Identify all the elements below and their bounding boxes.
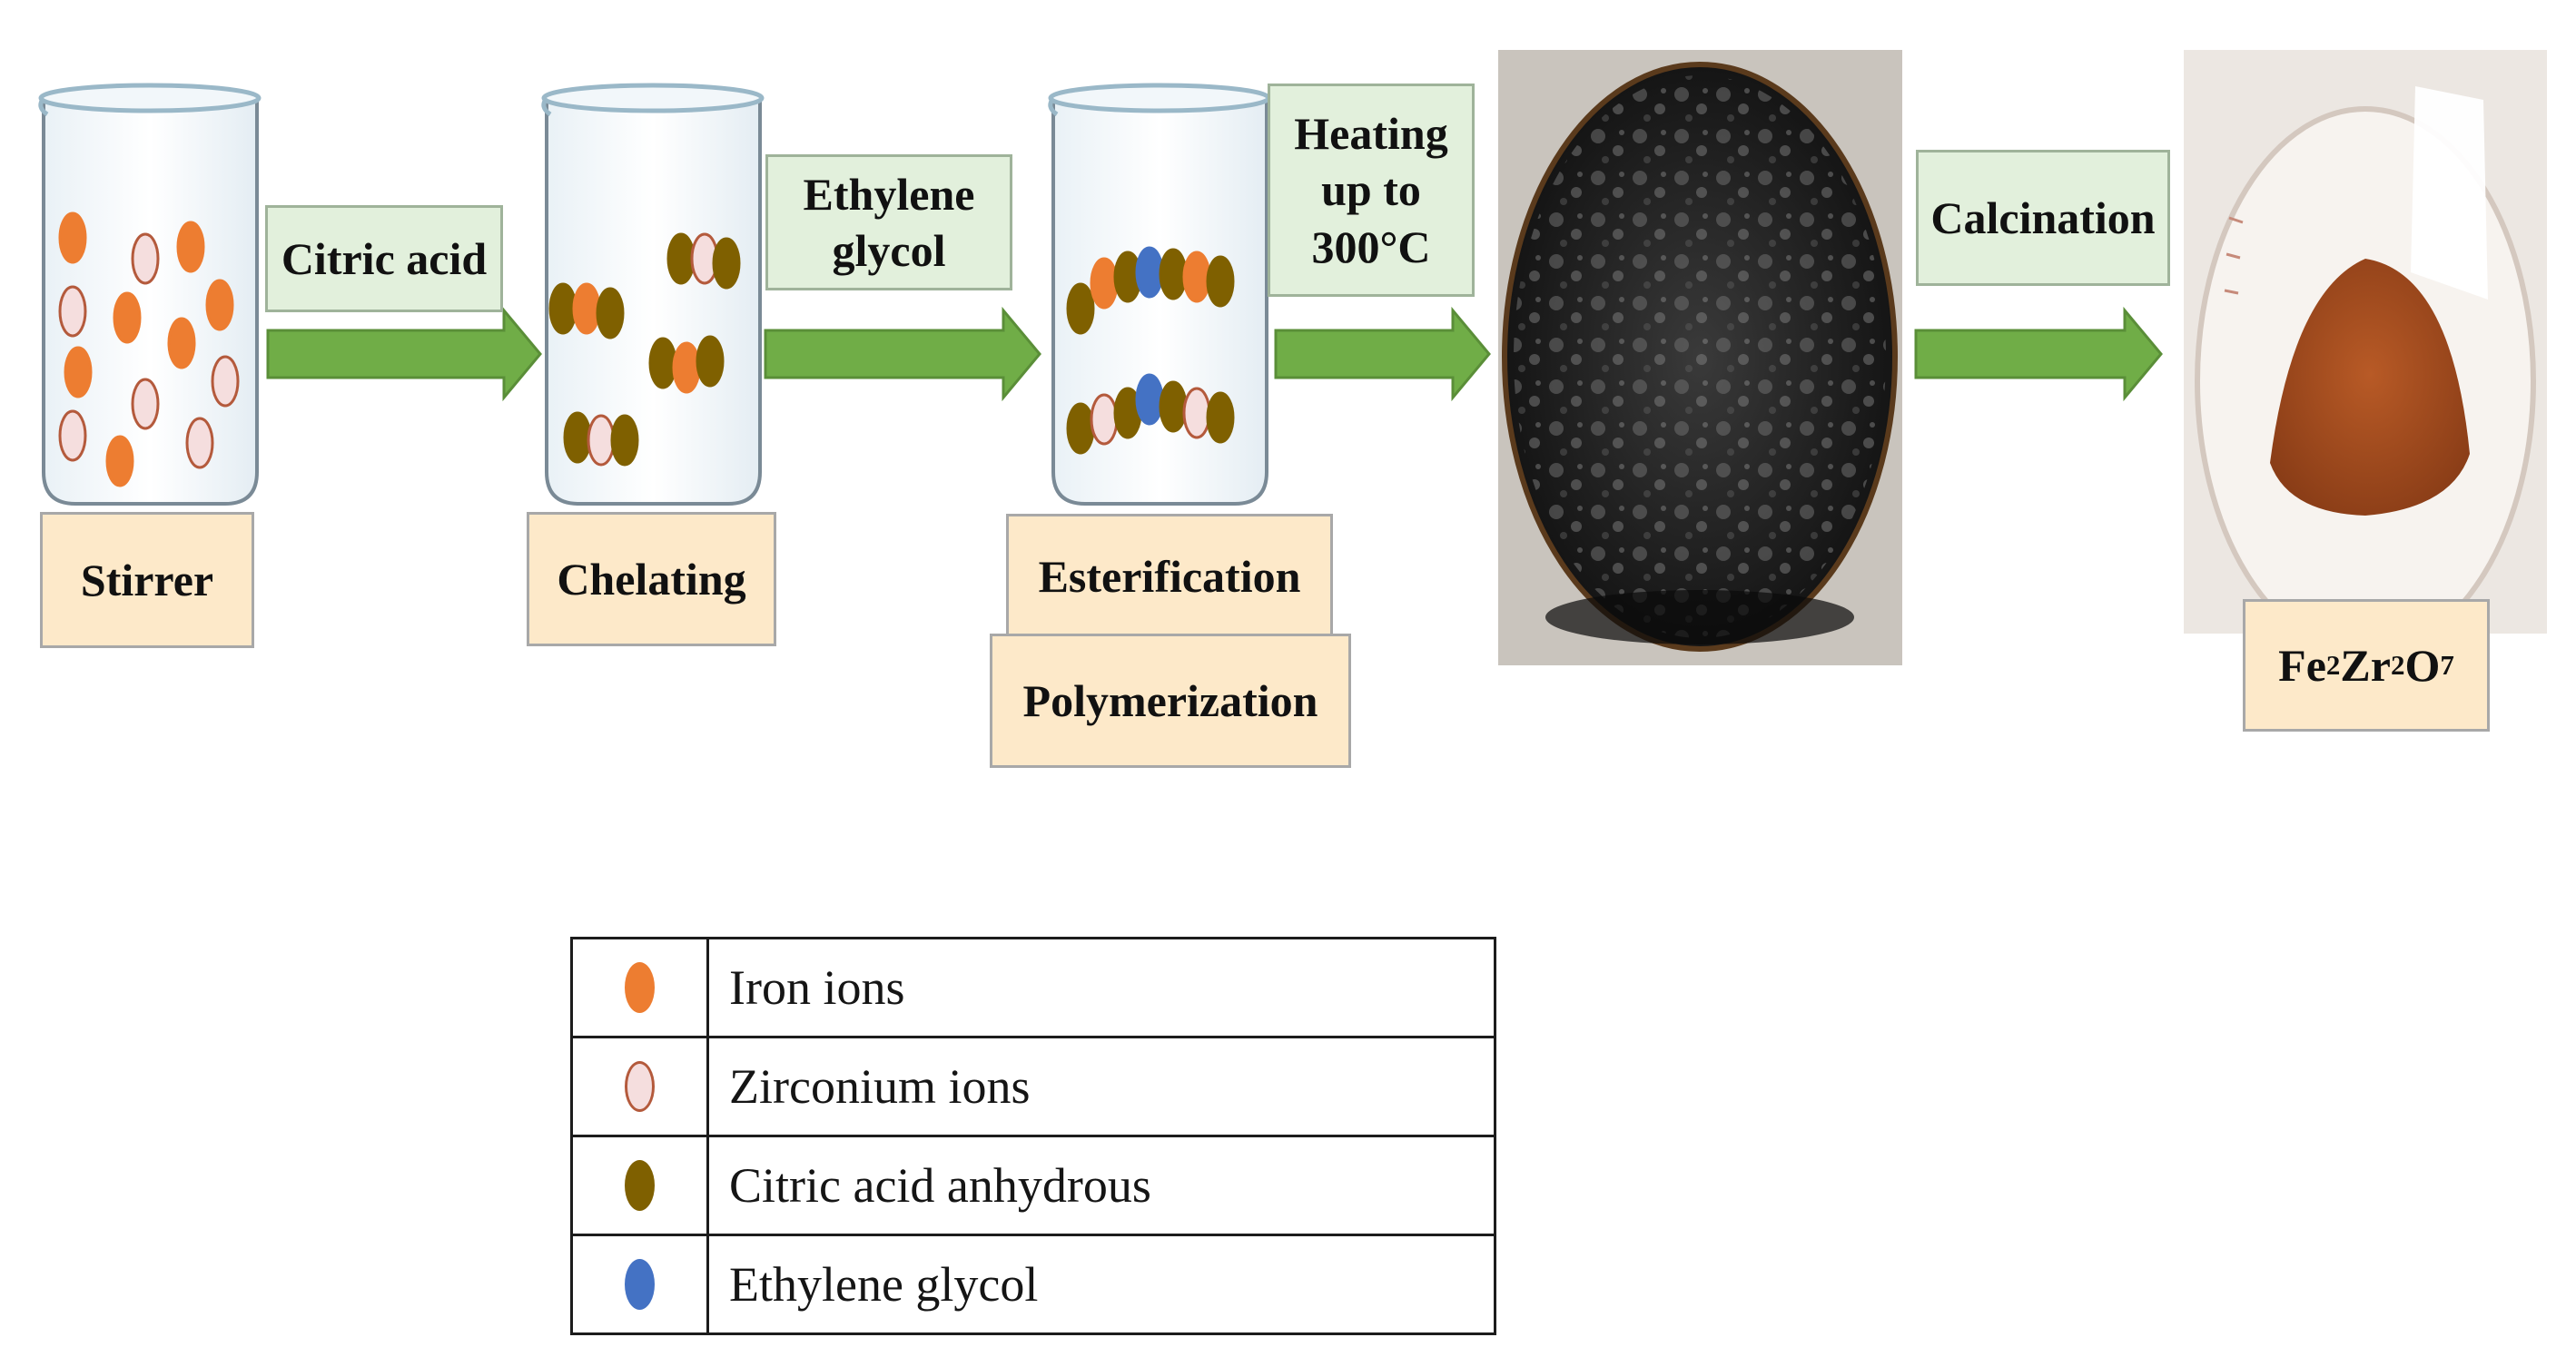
particles-chelating (548, 232, 741, 467)
zirconium-ion (185, 417, 214, 469)
iron-ion (572, 282, 601, 335)
process-arrow-1 (266, 306, 542, 402)
label-heating: Heating up to 300°C (1268, 84, 1475, 297)
legend-swatch-dot (625, 1160, 655, 1211)
citric-acid-molecule (1159, 380, 1188, 433)
product-sub-3: 7 (2440, 648, 2454, 681)
citric-acid-molecule (563, 411, 592, 464)
product-fe: Fe (2278, 639, 2326, 691)
beaker-esterification (1048, 83, 1271, 506)
iron-ion (105, 435, 134, 487)
arrows (266, 306, 2163, 402)
process-arrow-2 (764, 306, 1041, 402)
iron-ion (1182, 251, 1211, 303)
citric-acid-molecule (712, 237, 741, 290)
zirconium-ion (587, 414, 616, 467)
legend-swatch-cell (570, 1234, 709, 1335)
legend-label: Zirconium ions (706, 1036, 1496, 1137)
product-o: O (2404, 639, 2441, 691)
label-ethylene-glycol: Ethylene glycol (765, 154, 1012, 290)
iron-ion (205, 279, 234, 331)
zirconium-ion (58, 285, 87, 338)
label-citric-acid: Citric acid (265, 205, 503, 312)
legend-swatch-cell (570, 1036, 709, 1137)
ethylene-glycol-molecule (1135, 373, 1164, 426)
process-arrow-4 (1914, 306, 2163, 402)
citric-acid-molecule (1066, 282, 1095, 335)
iron-ion (672, 341, 701, 394)
legend-swatch-cell (570, 937, 709, 1038)
iron-ion (64, 346, 93, 398)
citric-acid-molecule (548, 282, 577, 335)
citric-acid-molecule (648, 337, 677, 389)
iron-ion (1090, 257, 1119, 310)
legend-swatch-cell (570, 1135, 709, 1236)
label-calcination: Calcination (1916, 150, 2170, 286)
label-stirrer: Stirrer (40, 512, 254, 648)
zirconium-ion (131, 378, 160, 430)
product-sub-1: 2 (2325, 648, 2341, 681)
legend-swatch-dot (625, 1259, 655, 1310)
legend-row: Iron ions (570, 937, 1496, 1038)
legend-label: Ethylene glycol (706, 1234, 1496, 1335)
citric-acid-molecule (1206, 255, 1235, 308)
citric-acid-molecule (1066, 402, 1095, 455)
label-polymerization: Polymerization (990, 634, 1351, 768)
citric-acid-molecule (1206, 391, 1235, 444)
legend-row: Ethylene glycol (570, 1234, 1496, 1335)
zirconium-ion (1182, 387, 1211, 439)
legend-label: Citric acid anhydrous (706, 1135, 1496, 1236)
citric-acid-molecule (1159, 248, 1188, 300)
powder-photo (2184, 50, 2547, 656)
citric-acid-molecule (666, 232, 696, 285)
citric-acid-molecule (696, 335, 725, 388)
label-esterification: Esterification (1006, 514, 1333, 639)
ethylene-glycol-molecule (1135, 246, 1164, 299)
particles-stirrer (58, 211, 240, 487)
zirconium-ion (211, 355, 240, 408)
citric-acid-molecule (596, 287, 625, 339)
product-zr: Zr (2340, 639, 2391, 691)
process-arrow-3 (1274, 306, 1491, 402)
label-chelating: Chelating (527, 512, 776, 646)
particles-esterification (1066, 246, 1235, 455)
zirconium-ion (131, 232, 160, 285)
iron-ion (58, 211, 87, 264)
legend-swatch-dot (625, 962, 655, 1013)
iron-ion (176, 221, 205, 273)
legend-row: Zirconium ions (570, 1036, 1496, 1137)
legend-row: Citric acid anhydrous (570, 1135, 1496, 1236)
iron-ion (113, 291, 142, 344)
iron-ion (167, 317, 196, 369)
gel-photo (1498, 50, 1902, 665)
beaker-stirrer (38, 83, 262, 506)
zirconium-ion (58, 409, 87, 462)
legend-swatch-dot (625, 1061, 655, 1112)
beaker-chelating (541, 83, 765, 506)
process-graphics (38, 50, 2547, 665)
product-sub-2: 2 (2390, 648, 2405, 681)
citric-acid-molecule (610, 414, 639, 467)
legend-label: Iron ions (706, 937, 1496, 1038)
zirconium-ion (1090, 393, 1119, 446)
